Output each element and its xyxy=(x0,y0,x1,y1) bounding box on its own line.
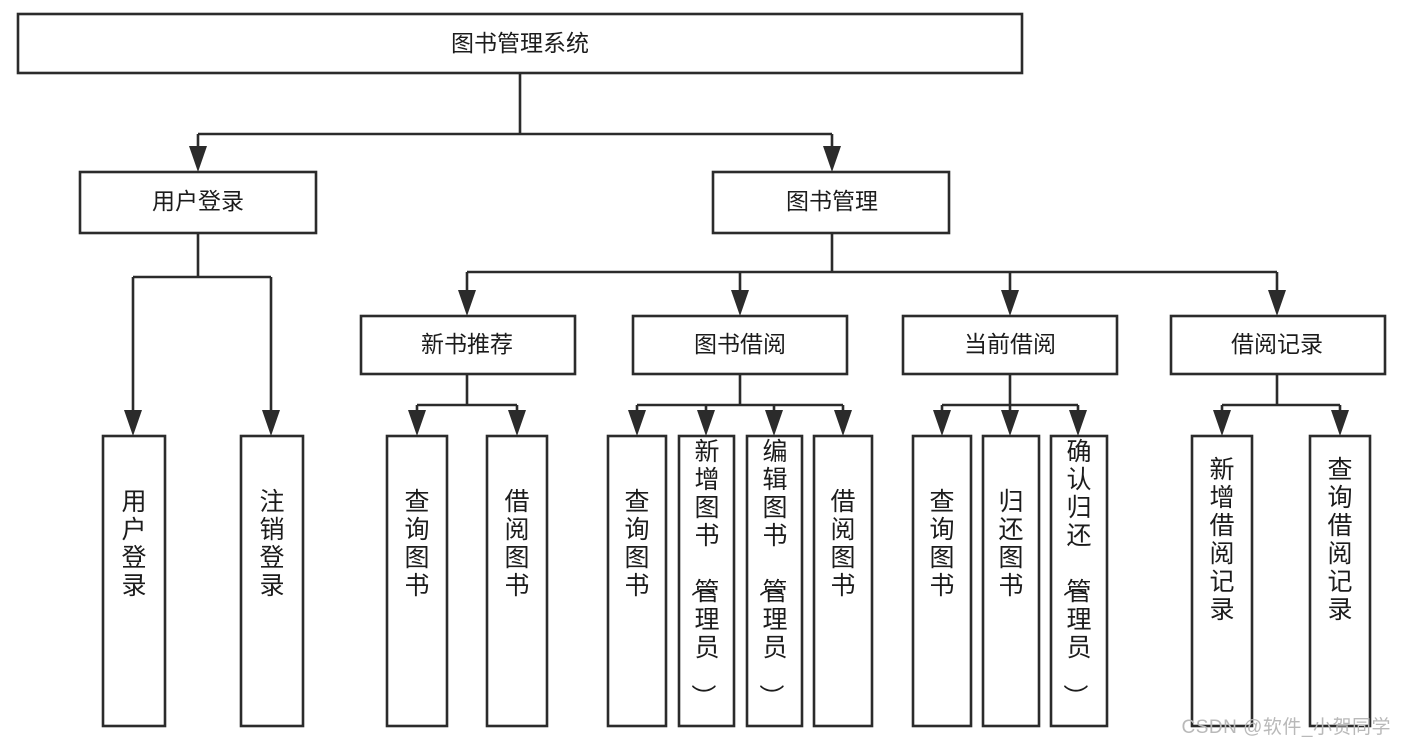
node-root-box[interactable] xyxy=(16,12,1024,75)
arrow-head-to-book-borrow xyxy=(731,290,749,316)
node-leaf-confirm-return-box[interactable] xyxy=(1049,434,1109,728)
node-leaf-query-book-2-box[interactable] xyxy=(606,434,668,728)
node-book-manage-box[interactable] xyxy=(711,170,951,235)
node-book-borrow[interactable]: 图书借阅 xyxy=(631,314,849,376)
node-current-borrow[interactable]: 当前借阅 xyxy=(901,314,1119,376)
node-leaf-borrow-book-1-label: 借阅图书 xyxy=(504,488,529,600)
node-leaf-query-book-1-label: 查询图书 xyxy=(404,488,429,600)
connector-userlogin-to-leaves xyxy=(131,233,273,414)
node-leaf-add-book[interactable]: 新增图书（管理员） xyxy=(677,434,736,728)
csdn-watermark: CSDN @软件_小贺同学 xyxy=(1181,717,1391,738)
node-leaf-query-book-2[interactable]: 查询图书 xyxy=(606,434,668,728)
node-leaf-query-record-label: 查询借阅记录 xyxy=(1327,456,1352,624)
node-leaf-query-record-box[interactable] xyxy=(1308,434,1372,728)
node-leaf-add-record[interactable]: 新增借阅记录 xyxy=(1190,434,1254,728)
arrow-head-to-leaf-user-login xyxy=(124,410,142,436)
connector-newbook-to-leaves xyxy=(415,374,519,414)
arrow-head-to-leaf-query-record xyxy=(1331,410,1349,436)
arrow-head-to-leaf-logout-login xyxy=(262,410,280,436)
node-leaf-return-book[interactable]: 归还图书 xyxy=(981,434,1041,728)
arrow-head-to-leaf-borrow-book-2 xyxy=(834,410,852,436)
node-leaf-add-record-box[interactable] xyxy=(1190,434,1254,728)
arrow-head-to-borrow-record xyxy=(1268,290,1286,316)
arrow-head-to-leaf-return-book xyxy=(1001,410,1019,436)
node-leaf-logout-login-label: 注销登录 xyxy=(259,488,284,600)
arrow-head-to-leaf-add-record xyxy=(1213,410,1231,436)
node-book-borrow-box[interactable] xyxy=(631,314,849,376)
node-leaf-query-book-2-label: 查询图书 xyxy=(624,488,649,600)
connector-root-to-level1 xyxy=(196,73,834,152)
node-current-borrow-label: 当前借阅 xyxy=(964,331,1056,357)
node-leaf-return-book-label: 归还图书 xyxy=(998,488,1023,600)
node-leaf-edit-book-box[interactable] xyxy=(745,434,804,728)
arrow-head-to-leaf-query-book-3 xyxy=(933,410,951,436)
arrow-head-to-leaf-confirm-return xyxy=(1069,410,1087,436)
arrow-head-to-leaf-edit-book xyxy=(765,410,783,436)
arrow-head-to-book-manage xyxy=(823,146,841,172)
node-leaf-edit-book[interactable]: 编辑图书（管理员） xyxy=(745,434,804,728)
node-borrow-record-box[interactable] xyxy=(1169,314,1387,376)
arrow-head-to-leaf-query-book-2 xyxy=(628,410,646,436)
node-leaf-query-book-3-box[interactable] xyxy=(911,434,973,728)
node-leaf-edit-book-label: 编辑图书（管理员） xyxy=(756,438,787,709)
node-borrow-record[interactable]: 借阅记录 xyxy=(1169,314,1387,376)
node-user-login-box[interactable] xyxy=(78,170,318,235)
node-leaf-query-book-1[interactable]: 查询图书 xyxy=(385,434,449,728)
node-new-book-recommend[interactable]: 新书推荐 xyxy=(359,314,577,376)
node-user-login[interactable]: 用户登录 xyxy=(78,170,318,235)
node-borrow-record-label: 借阅记录 xyxy=(1231,331,1323,357)
node-leaf-logout-login[interactable]: 注销登录 xyxy=(239,434,305,728)
node-leaf-logout-login-box[interactable] xyxy=(239,434,305,728)
connector-bookmanage-to-level2 xyxy=(465,233,1279,296)
node-book-manage[interactable]: 图书管理 xyxy=(711,170,951,235)
node-current-borrow-box[interactable] xyxy=(901,314,1119,376)
node-leaf-borrow-book-2-label: 借阅图书 xyxy=(830,488,855,600)
node-leaf-user-login-label: 用户登录 xyxy=(121,488,146,600)
node-leaf-add-book-label: 新增图书（管理员） xyxy=(688,438,719,709)
node-book-manage-label: 图书管理 xyxy=(786,188,878,214)
node-leaf-borrow-book-1-box[interactable] xyxy=(485,434,549,728)
node-leaf-borrow-book-2-box[interactable] xyxy=(812,434,874,728)
node-leaf-add-record-label: 新增借阅记录 xyxy=(1209,456,1234,624)
node-new-book-recommend-label: 新书推荐 xyxy=(421,331,513,357)
node-new-book-recommend-box[interactable] xyxy=(359,314,577,376)
node-leaf-query-record[interactable]: 查询借阅记录 xyxy=(1308,434,1372,728)
arrow-head-to-current-borrow xyxy=(1001,290,1019,316)
node-leaf-borrow-book-2[interactable]: 借阅图书 xyxy=(812,434,874,728)
node-leaf-query-book-3[interactable]: 查询图书 xyxy=(911,434,973,728)
node-leaf-confirm-return[interactable]: 确认归还（管理员） xyxy=(1049,434,1109,728)
node-leaf-query-book-1-box[interactable] xyxy=(385,434,449,728)
connector-currentborrow-to-leaves xyxy=(940,374,1080,414)
node-book-borrow-label: 图书借阅 xyxy=(694,331,786,357)
node-leaf-borrow-book-1[interactable]: 借阅图书 xyxy=(485,434,549,728)
arrow-head-to-leaf-query-book-1 xyxy=(408,410,426,436)
connector-borrowrecord-to-leaves xyxy=(1220,374,1342,414)
arrow-head-to-leaf-borrow-book-1 xyxy=(508,410,526,436)
node-leaf-confirm-return-label: 确认归还（管理员） xyxy=(1060,438,1091,709)
node-root[interactable]: 图书管理系统 xyxy=(16,12,1024,75)
arrow-head-to-leaf-add-book xyxy=(697,410,715,436)
node-root-label: 图书管理系统 xyxy=(451,30,589,56)
connector-layer xyxy=(124,73,1349,436)
arrow-head-to-user-login xyxy=(189,146,207,172)
node-leaf-query-book-3-label: 查询图书 xyxy=(929,488,954,600)
node-leaf-add-book-box[interactable] xyxy=(677,434,736,728)
connector-bookborrow-to-leaves xyxy=(635,374,845,414)
arrow-head-to-new-book-recommend xyxy=(458,290,476,316)
node-leaf-user-login[interactable]: 用户登录 xyxy=(101,434,167,728)
node-leaf-user-login-box[interactable] xyxy=(101,434,167,728)
node-leaf-return-book-box[interactable] xyxy=(981,434,1041,728)
node-user-login-label: 用户登录 xyxy=(152,188,244,214)
